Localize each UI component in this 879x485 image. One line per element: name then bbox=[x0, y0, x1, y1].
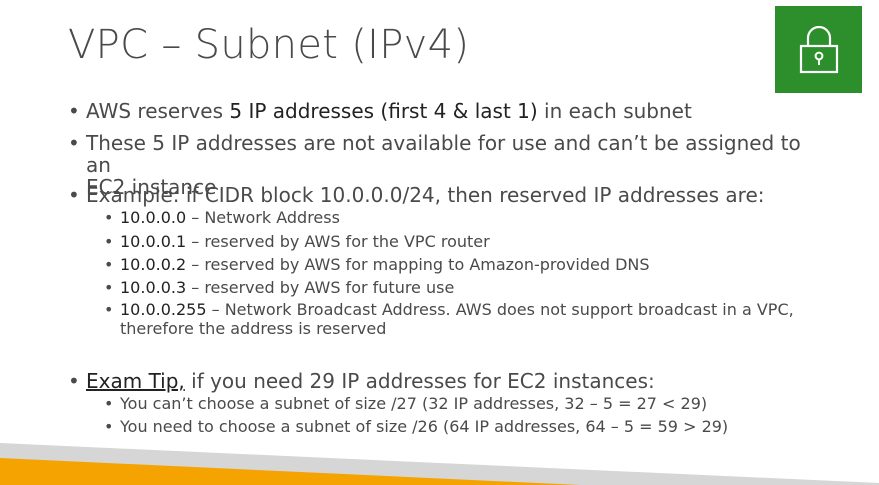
bullet-dot: • bbox=[68, 369, 80, 393]
bullet-dot: • bbox=[68, 131, 80, 155]
sub-bullet-ip: • 10.0.0.0 – Network Address bbox=[104, 208, 844, 227]
bullet-dot: • bbox=[104, 208, 114, 227]
bullet-text: if you need 29 IP addresses for EC2 inst… bbox=[184, 369, 655, 393]
lock-icon-tile bbox=[775, 6, 862, 93]
ip-description-cont: therefore the address is reserved bbox=[120, 319, 387, 338]
bullet-dot: • bbox=[104, 232, 114, 251]
tip-text: You need to choose a subnet of size /26 … bbox=[120, 417, 729, 436]
bullet-emphasis: 5 IP addresses (first 4 & last 1) bbox=[229, 99, 538, 123]
lock-icon bbox=[799, 25, 838, 73]
bullet-text: EC2 instance bbox=[86, 175, 217, 199]
bullet-dot: • bbox=[104, 300, 114, 319]
ip-description: – Network Address bbox=[186, 208, 340, 227]
sub-bullet-ip: • 10.0.0.3 – reserved by AWS for future … bbox=[104, 278, 844, 297]
slide-title: VPC – Subnet (IPv4) bbox=[68, 22, 470, 68]
sub-bullet-tip: • You need to choose a subnet of size /2… bbox=[104, 417, 844, 436]
bullet-example: • Example: if CIDR block 10.0.0.0/24, th… bbox=[68, 184, 828, 206]
ip-address: 10.0.0.0 bbox=[120, 208, 187, 227]
exam-tip-label: Exam Tip, bbox=[86, 369, 185, 393]
ip-address: 10.0.0.255 bbox=[120, 300, 207, 319]
bullet-dot: • bbox=[104, 278, 114, 297]
ip-description: – reserved by AWS for mapping to Amazon-… bbox=[186, 255, 650, 274]
bullet-text: AWS reserves bbox=[86, 99, 230, 123]
bullet-not-available: • These 5 IP addresses are not available… bbox=[68, 132, 828, 198]
bullet-text: in each subnet bbox=[537, 99, 692, 123]
ip-address: 10.0.0.1 bbox=[120, 232, 187, 251]
bullet-exam-tip: • Exam Tip, if you need 29 IP addresses … bbox=[68, 370, 828, 392]
ip-description: – reserved by AWS for future use bbox=[186, 278, 455, 297]
bullet-dot: • bbox=[68, 99, 80, 123]
bullet-dot: • bbox=[104, 255, 114, 274]
tip-text: You can’t choose a subnet of size /27 (3… bbox=[120, 394, 708, 413]
sub-bullet-ip: • 10.0.0.2 – reserved by AWS for mapping… bbox=[104, 255, 844, 274]
bullet-dot: • bbox=[104, 394, 114, 413]
ip-address: 10.0.0.3 bbox=[120, 278, 187, 297]
bullet-text: Example: if CIDR block 10.0.0.0/24, then… bbox=[86, 183, 765, 207]
sub-bullet-ip: • 10.0.0.255 – Network Broadcast Address… bbox=[104, 300, 844, 338]
sub-bullet-ip: • 10.0.0.1 – reserved by AWS for the VPC… bbox=[104, 232, 844, 251]
bullet-reserved-count: • AWS reserves 5 IP addresses (first 4 &… bbox=[68, 100, 828, 122]
bullet-dot: • bbox=[104, 417, 114, 436]
bullet-dot: • bbox=[68, 183, 80, 207]
ip-address: 10.0.0.2 bbox=[120, 255, 187, 274]
bullet-text: These 5 IP addresses are not available f… bbox=[86, 131, 801, 177]
footer-stripe-orange bbox=[0, 458, 580, 485]
sub-bullet-tip: • You can’t choose a subnet of size /27 … bbox=[104, 394, 844, 413]
ip-description: – reserved by AWS for the VPC router bbox=[186, 232, 490, 251]
ip-description: – Network Broadcast Address. AWS does no… bbox=[206, 300, 794, 319]
